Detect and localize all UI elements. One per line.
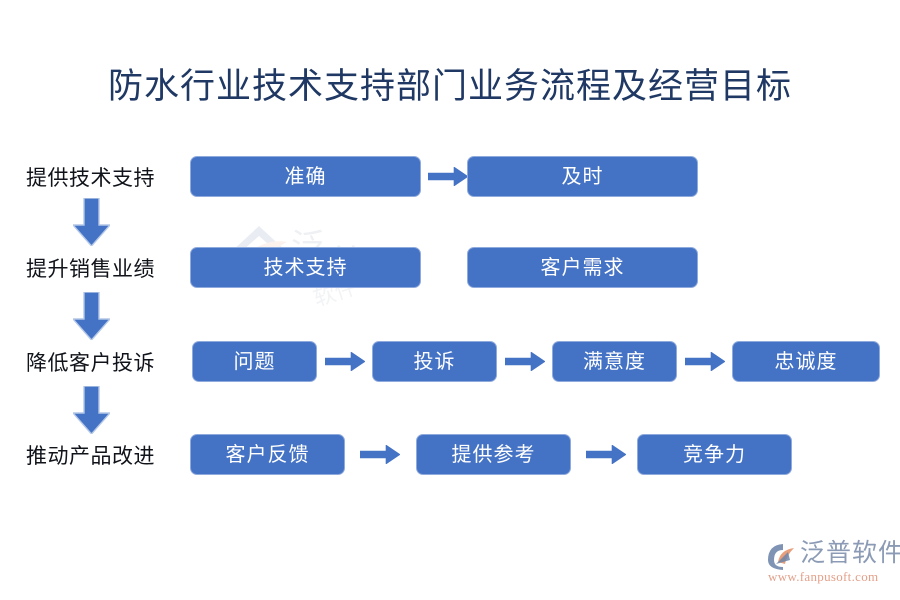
node-row4-3[interactable]: 竞争力 <box>637 434 792 475</box>
page-title: 防水行业技术支持部门业务流程及经营目标 <box>107 67 792 106</box>
node-row1-2[interactable]: 及时 <box>467 156 698 197</box>
flow-row-2: 提升销售业绩 技术支持 客户需求 <box>0 247 900 291</box>
row-label-4: 推动产品改进 <box>26 444 155 468</box>
row-label-2: 提升销售业绩 <box>26 257 155 281</box>
arrow-right-icon <box>428 167 468 186</box>
arrow-right-icon <box>586 445 626 464</box>
arrow-right-icon <box>360 445 400 464</box>
node-row2-2[interactable]: 客户需求 <box>467 247 698 288</box>
flow-row-3: 降低客户投诉 问题 投诉 满意度 忠诚度 <box>0 341 900 385</box>
node-row3-1[interactable]: 问题 <box>192 341 317 382</box>
row-label-1: 提供技术支持 <box>26 166 155 190</box>
brand-logo: 泛普软件 www.fanpusoft.com <box>766 538 900 588</box>
arrow-right-icon <box>505 352 545 371</box>
arrow-down-icon <box>73 198 110 246</box>
row-label-3: 降低客户投诉 <box>26 351 155 375</box>
flow-row-4: 推动产品改进 客户反馈 提供参考 竞争力 <box>0 434 900 478</box>
fanpu-logo-icon <box>766 540 798 570</box>
logo-brand-name: 泛普软件 <box>800 540 900 567</box>
node-row4-2[interactable]: 提供参考 <box>416 434 571 475</box>
node-row3-2[interactable]: 投诉 <box>372 341 497 382</box>
node-row2-1[interactable]: 技术支持 <box>190 247 421 288</box>
node-row1-1[interactable]: 准确 <box>190 156 421 197</box>
logo-url: www.fanpusoft.com <box>768 569 879 584</box>
node-row3-3[interactable]: 满意度 <box>552 341 677 382</box>
flow-row-1: 提供技术支持 准确 及时 <box>0 156 900 200</box>
node-row3-4[interactable]: 忠诚度 <box>732 341 880 382</box>
arrow-right-icon <box>685 352 725 371</box>
arrow-down-icon <box>73 386 110 434</box>
arrow-down-icon <box>73 292 110 340</box>
node-row4-1[interactable]: 客户反馈 <box>190 434 345 475</box>
arrow-right-icon <box>325 352 365 371</box>
